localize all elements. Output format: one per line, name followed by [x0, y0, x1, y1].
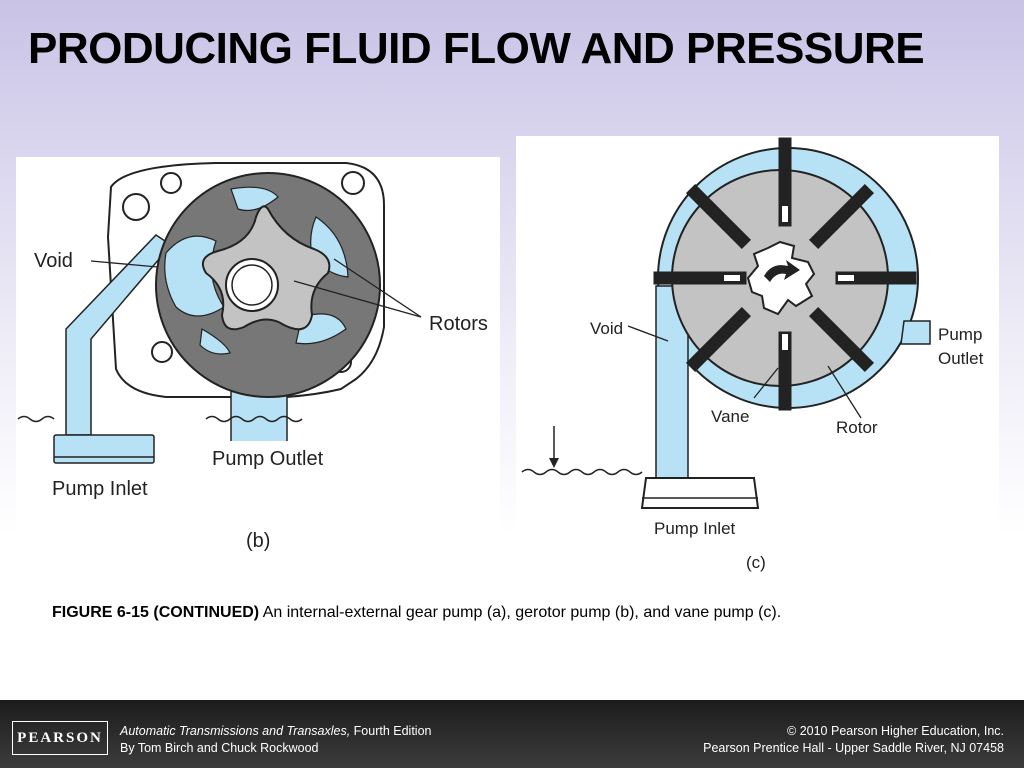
bolt-hole — [160, 172, 182, 194]
label-pump-inlet: Pump Inlet — [654, 519, 736, 538]
label-pump-outlet-line2: Outlet — [938, 349, 984, 368]
label-pump-outlet: Pump Outlet — [212, 448, 324, 470]
fluid-level-wave — [521, 468, 643, 476]
vane — [685, 306, 752, 373]
figure-vane-pump: Void Pump Outlet Vane Rotor Pump Inlet (… — [516, 136, 999, 580]
vane — [778, 137, 792, 227]
label-void: Void — [590, 319, 623, 338]
bolt-hole — [151, 341, 173, 363]
label-rotor: Rotor — [836, 418, 878, 437]
copyright-line: © 2010 Pearson Higher Education, Inc. — [787, 724, 1004, 738]
panel-label-b: (b) — [246, 530, 270, 552]
fluid-level-wave — [17, 415, 55, 423]
book-edition: Fourth Edition — [350, 724, 432, 738]
footer-copyright: © 2010 Pearson Higher Education, Inc. Pe… — [703, 723, 1004, 757]
label-vane: Vane — [711, 407, 749, 426]
vane — [808, 183, 875, 250]
footer-book-info: Automatic Transmissions and Transaxles, … — [120, 723, 431, 757]
label-pump-outlet-line1: Pump — [938, 325, 982, 344]
vane — [653, 271, 747, 285]
pump-housing-outline — [106, 162, 385, 398]
figure-gerotor-pump: Void Rotors Pump Outlet Pump Inlet (b) — [16, 157, 500, 567]
vane-pump-illustration: Void Pump Outlet Vane Rotor Pump Inlet (… — [521, 137, 984, 572]
book-title: Automatic Transmissions and Transaxles, — [120, 724, 351, 738]
inlet-pipe — [65, 234, 173, 436]
rotor-hub — [746, 240, 816, 316]
figure-caption: FIGURE 6-15 (CONTINUED) An internal-exte… — [52, 604, 781, 622]
vane — [778, 331, 792, 411]
vane-group — [653, 137, 917, 411]
pearson-logo: PEARSON — [12, 721, 108, 755]
footer-bar: PEARSON Automatic Transmissions and Tran… — [0, 700, 1024, 768]
publisher-line: Pearson Prentice Hall - Upper Saddle Riv… — [703, 741, 1004, 755]
outlet-port — [900, 320, 931, 345]
gerotor-pump-illustration: Void Rotors Pump Outlet Pump Inlet (b) — [17, 162, 488, 552]
label-void: Void — [34, 250, 73, 272]
inlet-strainer — [640, 477, 760, 509]
vane — [685, 183, 752, 250]
bolt-hole — [122, 193, 150, 221]
bolt-hole — [341, 171, 365, 195]
panel-label-c: (c) — [746, 553, 766, 572]
book-authors: By Tom Birch and Chuck Rockwood — [120, 741, 319, 755]
fluid-void — [199, 328, 231, 355]
label-rotors: Rotors — [429, 313, 488, 335]
vane — [808, 306, 875, 373]
inlet-strainer — [53, 434, 155, 464]
slide-title: PRODUCING FLUID FLOW AND PRESSURE — [28, 24, 925, 73]
rotation-arrow-icon — [764, 260, 800, 282]
fluid-void — [230, 186, 279, 212]
figure-reference: FIGURE 6-15 (CONTINUED) — [52, 604, 260, 621]
label-pump-inlet: Pump Inlet — [52, 478, 148, 500]
fluid-level-wave — [205, 415, 303, 423]
vane — [835, 271, 917, 285]
caption-text: An internal-external gear pump (a), gero… — [259, 604, 782, 621]
